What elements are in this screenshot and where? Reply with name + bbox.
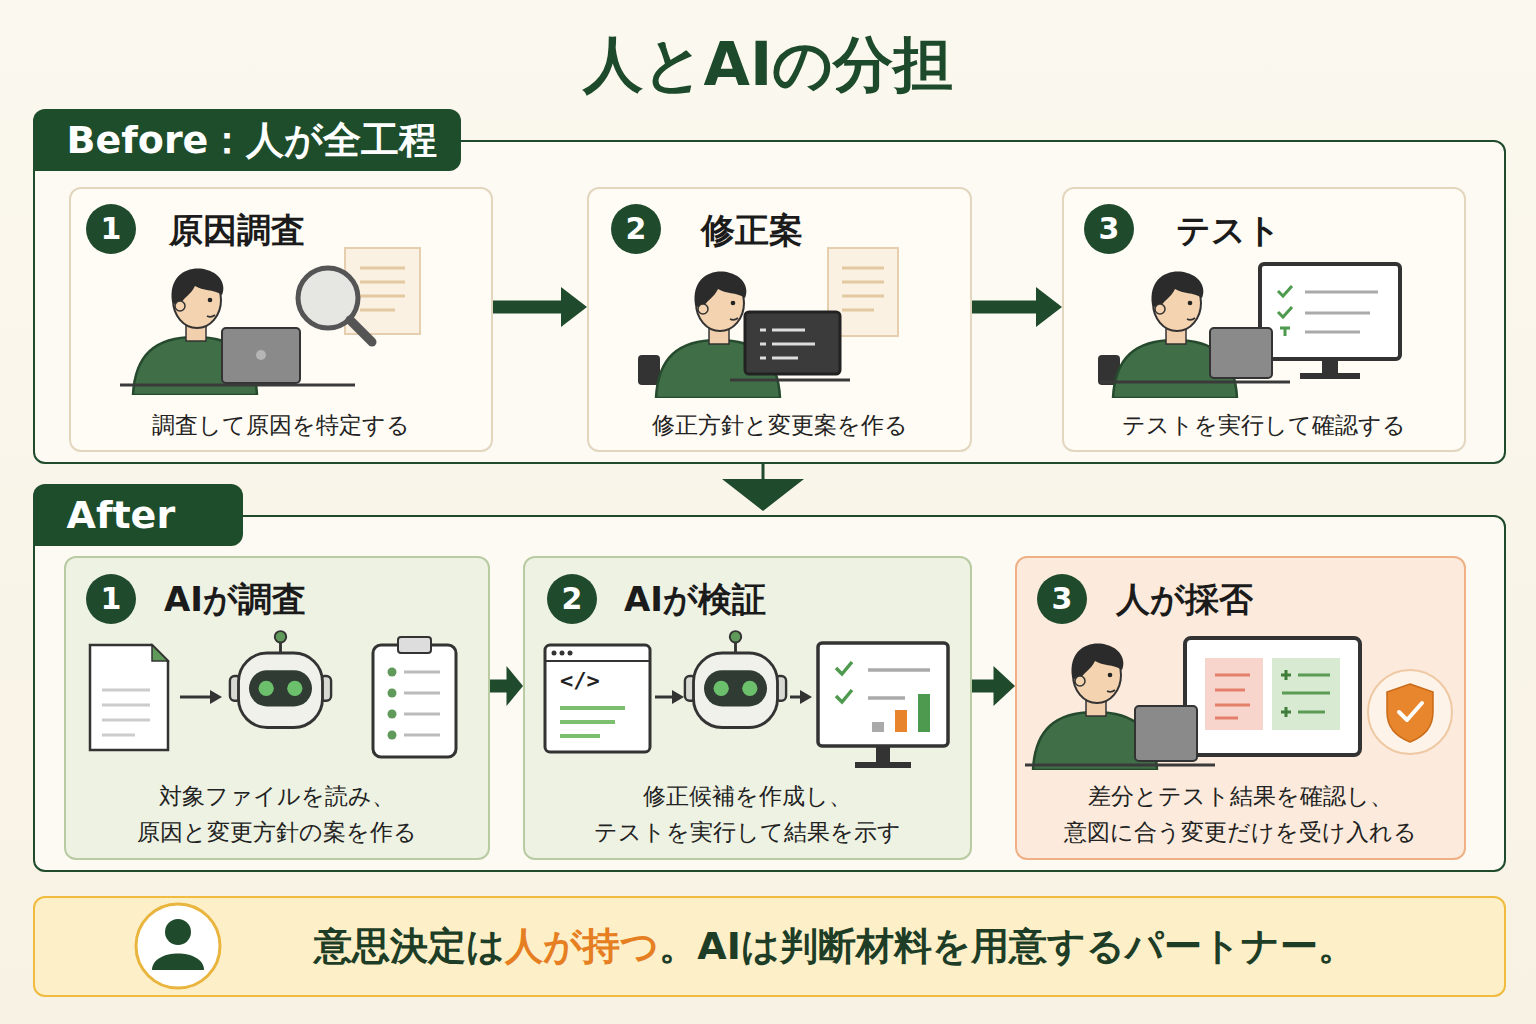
step-number: 2 xyxy=(611,204,661,254)
step-number-circle: 1 xyxy=(86,204,136,254)
step-description: テストを実行して確認する xyxy=(1064,407,1464,443)
step-number: 3 xyxy=(1084,204,1134,254)
after-panel: AfterAIが調査対象ファイルを読み、 原因と変更方針の案を作る1AIが検証修… xyxy=(33,515,1506,872)
diagram-title: 人とAIの分担 xyxy=(0,24,1536,104)
step-description: 調査して原因を特定する xyxy=(71,407,491,443)
banner-text-line: 意思決定は人が持つ。AIは判断材料を用意するパートナー。 xyxy=(265,898,1405,994)
step-heading: AIが検証 xyxy=(624,578,766,620)
step-number-circle: 1 xyxy=(86,574,136,624)
step-heading: 原因調査 xyxy=(169,209,305,251)
step-heading: テスト xyxy=(1176,209,1281,251)
summary-banner: 意思決定は人が持つ。AIは判断材料を用意するパートナー。 xyxy=(33,896,1506,997)
flow-arrow xyxy=(722,464,804,511)
process-box: 原因調査調査して原因を特定する 1 xyxy=(69,187,493,452)
process-box: テストテストを実行して確認する 3 xyxy=(1062,187,1466,452)
banner-text: 意思決定は xyxy=(314,924,505,968)
panel-heading-tab: After xyxy=(33,484,243,546)
step-description: 修正方針と変更案を作る xyxy=(589,407,970,443)
process-box: AIが調査対象ファイルを読み、 原因と変更方針の案を作る 1 xyxy=(64,556,490,860)
step-description: 差分とテスト結果を確認し、 意図に合う変更だけを受け入れる xyxy=(1017,778,1464,850)
step-description: 修正候補を作成し、 テストを実行して結果を示す xyxy=(525,778,970,850)
process-box: 修正案修正方針と変更案を作る 2 xyxy=(587,187,972,452)
step-heading: AIが調査 xyxy=(164,578,306,620)
step-number: 2 xyxy=(547,574,597,624)
arrow-head xyxy=(722,479,804,511)
banner-text: 。AIは判断材料を用意するパートナー。 xyxy=(659,924,1356,968)
step-description: 対象ファイルを読み、 原因と変更方針の案を作る xyxy=(66,778,488,850)
step-number-circle: 2 xyxy=(547,574,597,624)
panel-heading-tab: Before：人が全工程 xyxy=(33,109,462,171)
decision-box: 人が採否差分とテスト結果を確認し、 意図に合う変更だけを受け入れる 3 xyxy=(1015,556,1466,860)
process-box: AIが検証修正候補を作成し、 テストを実行して結果を示す 2 xyxy=(523,556,972,860)
step-number: 1 xyxy=(86,574,136,624)
step-number-circle: 3 xyxy=(1037,574,1087,624)
code-symbol: </> xyxy=(560,668,600,693)
step-number-circle: 2 xyxy=(611,204,661,254)
highlight-text: 人が持つ xyxy=(505,924,659,968)
step-number: 1 xyxy=(86,204,136,254)
step-heading: 修正案 xyxy=(701,209,803,251)
step-heading: 人が採否 xyxy=(1116,578,1253,620)
step-number: 3 xyxy=(1037,574,1087,624)
before-panel: Before：人が全工程原因調査調査して原因を特定する1修正案修正方針と変更案を… xyxy=(33,140,1506,464)
arrow-shaft xyxy=(762,464,765,480)
step-number-circle: 3 xyxy=(1084,204,1134,254)
